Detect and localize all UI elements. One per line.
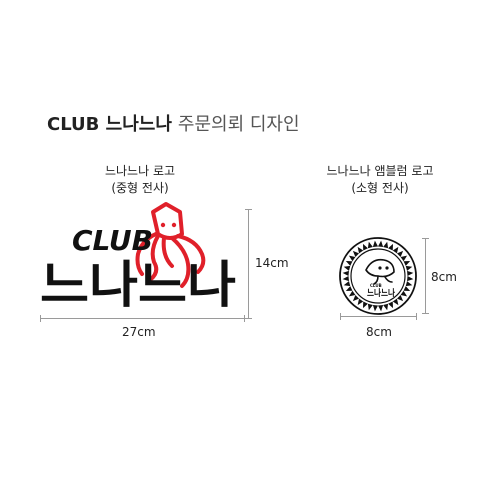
emblem-width-label: 8cm (366, 325, 392, 339)
emblem-width-tick-right (416, 313, 417, 320)
logo-width-label: 27cm (122, 325, 156, 339)
emblem-tooth (388, 243, 394, 251)
logo-label-line1: 느나느나 로고 (104, 164, 176, 178)
emblem-tooth (378, 305, 384, 312)
emblem-squid-icon (365, 258, 395, 285)
emblem-tooth (407, 270, 414, 276)
emblem-tooth (342, 276, 349, 282)
emblem-tooth (357, 246, 364, 254)
logo-width-line (40, 318, 245, 319)
logo-height-label: 14cm (255, 256, 289, 270)
emblem-tooth (388, 301, 394, 309)
emblem-triangle-border (342, 240, 414, 312)
logo-label-line2: (중형 전사) (111, 181, 169, 195)
emblem-tooth (372, 240, 378, 247)
emblem-tooth (403, 286, 411, 292)
emblem-tooth (400, 255, 408, 262)
emblem-height-tick-bottom (422, 313, 429, 314)
emblem-tooth (342, 270, 349, 276)
emblem-tooth (352, 250, 360, 258)
squid-icon (135, 202, 206, 288)
emblem-tooth (378, 240, 384, 247)
emblem-tooth (405, 281, 413, 287)
logo-label: 느나느나 로고 (중형 전사) (90, 163, 190, 197)
logo-width-tick-right (244, 315, 245, 322)
emblem-tooth (343, 265, 351, 271)
emblem-tooth (400, 290, 408, 297)
emblem-main-text: 느나느나 (367, 287, 396, 299)
emblem-tooth (403, 260, 411, 266)
emblem-tooth (383, 241, 389, 249)
emblem-logo: CLUB 느나느나 (339, 237, 417, 315)
emblem-tooth (345, 286, 353, 292)
title-brand: CLUB 느나느나 (47, 114, 172, 135)
emblem-tooth (396, 250, 404, 258)
emblem-tooth (348, 290, 356, 297)
logo-main-text: 느나느나 (40, 256, 236, 314)
emblem-tooth (392, 298, 399, 306)
emblem-tooth (372, 305, 378, 312)
emblem-tooth (392, 246, 399, 254)
emblem-tooth (367, 303, 373, 311)
emblem-tooth (352, 294, 360, 302)
emblem-tooth (383, 303, 389, 311)
logo-top-text: CLUB (72, 224, 153, 257)
emblem-tooth (367, 241, 373, 249)
emblem-small-text: CLUB (370, 283, 382, 288)
emblem-label-line1: 느나느나 앰블럼 로고 (326, 164, 434, 178)
emblem-tooth (362, 301, 368, 309)
emblem-tooth (348, 255, 356, 262)
emblem-tooth (405, 265, 413, 271)
emblem-tooth (345, 260, 353, 266)
emblem-tooth (396, 294, 404, 302)
logo-height-tick-bottom (245, 318, 252, 319)
emblem-tooth (362, 243, 368, 251)
emblem-tooth (343, 281, 351, 287)
title-subtitle: 주문의뢰 디자인 (177, 114, 300, 135)
emblem-height-label: 8cm (431, 270, 457, 284)
emblem-label-line2: (소형 전사) (351, 181, 409, 195)
emblem-label: 느나느나 앰블럼 로고 (소형 전사) (320, 163, 440, 197)
emblem-width-line (340, 316, 417, 317)
emblem-tooth (357, 298, 364, 306)
club-nanana-logo: CLUB 느나느나 (40, 202, 236, 314)
logo-height-line (248, 209, 249, 319)
emblem-tooth (407, 276, 414, 282)
emblem-height-line (425, 238, 426, 314)
